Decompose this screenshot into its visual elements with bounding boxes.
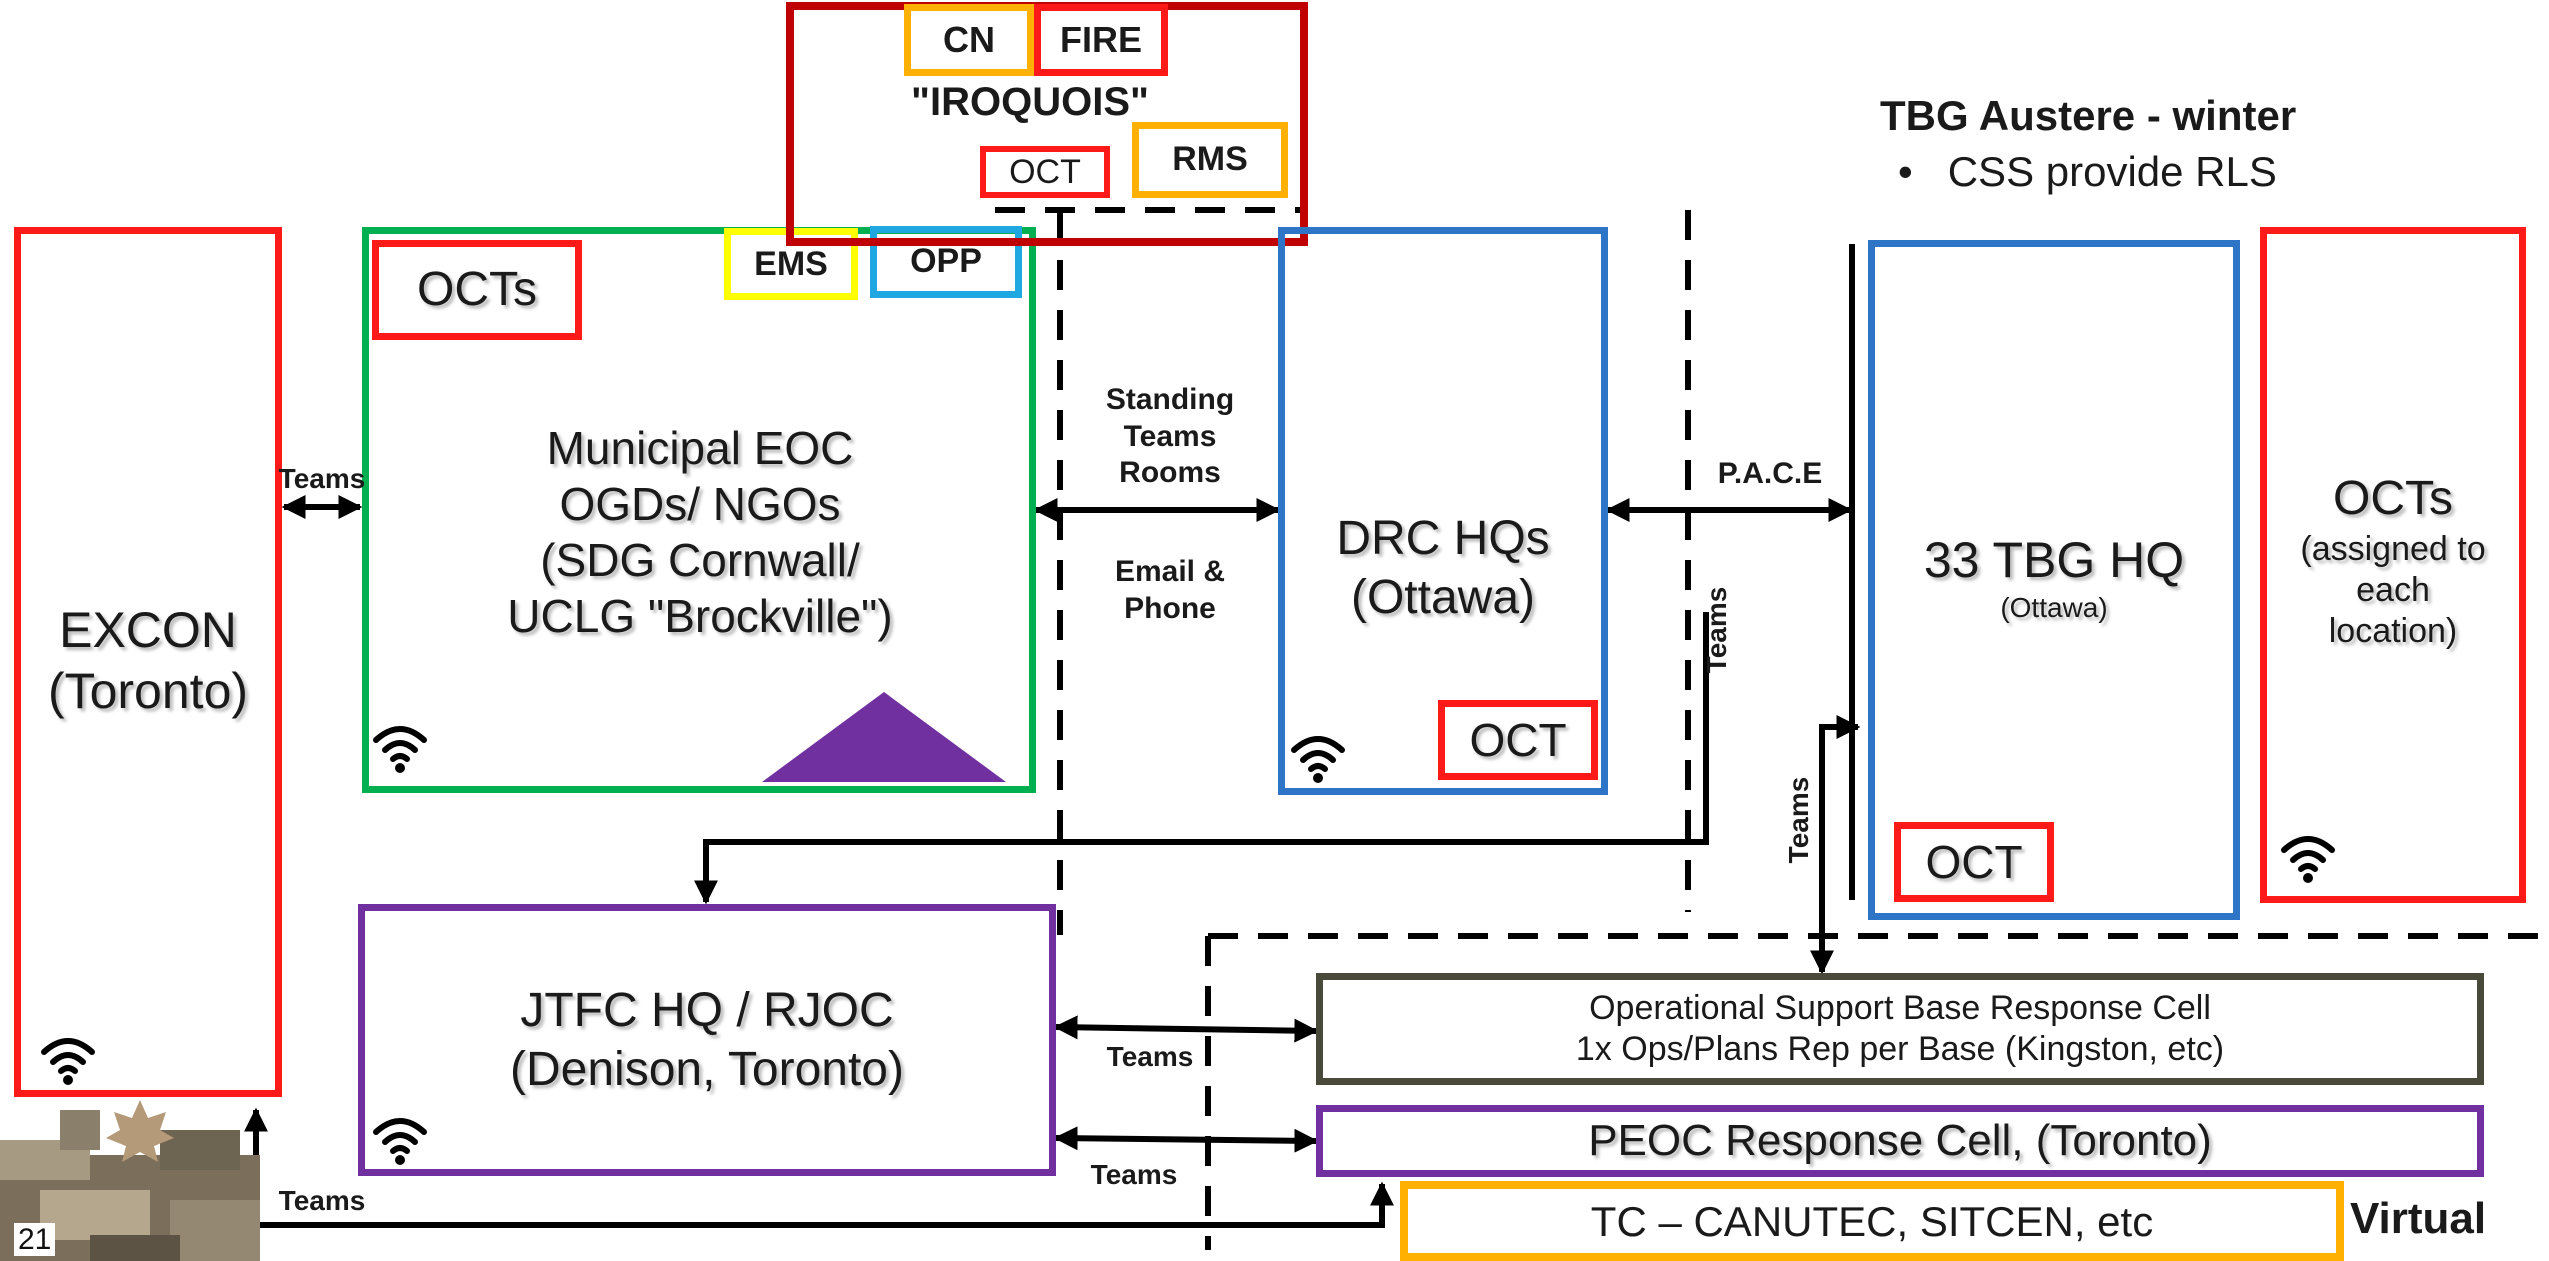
virtual-label: Virtual [2350,1194,2487,1243]
osb-label: Operational Support Base Response Cell 1… [1575,989,2225,1069]
arrow-drc-jtfc [694,612,1709,905]
excon-box [14,227,282,1097]
pace-label: P.A.C.E [1717,457,1823,490]
email-phone-label: Email & Phone [1114,555,1226,625]
municipal-eoc-box [362,227,1036,793]
peoc-response-cell-box [1316,1105,2484,1177]
jtfc-label: JTFC HQ / RJOC (Denison, Toronto) [510,984,904,1096]
municipal-label: Municipal EOC OGDs/ NGOs (SDG Cornwall/ … [507,422,893,643]
teams-label-excon: Teams [278,463,366,494]
arrow-tbg-osb [1810,715,1861,975]
excon-label: EXCON (Toronto) [47,602,249,719]
fire-badge: FIRE [1034,4,1168,76]
wifi-icon [1291,736,1345,783]
tc-label: TC – CANUTEC, SITCEN, etc [1590,1198,2154,1245]
iroquois-oct-badge: OCT [980,146,1110,198]
triangle-icon [762,692,1006,782]
maple-leaf-icon [0,1100,260,1261]
wifi-icon [2281,836,2335,883]
teams-label-vertical-upper: Teams [1701,586,1732,674]
osb-response-cell-box [1316,973,2484,1085]
drc-oct-badge: OCT [1438,700,1598,780]
tbg-label: 33 TBG HQ (Ottawa) [1923,532,2185,623]
tc-box [1400,1181,2344,1261]
opp-badge: OPP [870,226,1022,298]
arrow-jtfc-osb [1053,1015,1319,1043]
tbg-oct-badge: OCT [1894,822,2054,902]
tbg-hq-box [1868,240,2240,920]
wifi-icon [373,1118,427,1165]
cn-badge: CN [904,4,1034,76]
peoc-label: PEOC Response Cell, (Toronto) [1588,1116,2212,1165]
drc-label: DRC HQs (Ottawa) [1336,512,1550,624]
jtfc-hq-box [358,904,1056,1176]
teams-label-vertical-lower: Teams [1783,776,1814,864]
austere-bullet: • CSS provide RLS [1898,148,2277,195]
wifi-icon [373,726,427,773]
octs-right-label: OCTs (assigned to each location) [2300,472,2486,651]
standing-teams-rooms-label: Standing Teams Rooms [1105,383,1235,490]
arrow-jtfc-peoc [1053,1126,1319,1153]
wifi-icon [41,1038,95,1085]
municipal-octs-badge: OCTs [372,240,582,340]
bullet-icon: • [1898,148,1948,195]
iroquois-title: "IROQUOIS" [911,80,1149,124]
page-number: 21 [14,1222,74,1259]
austere-title: TBG Austere - winter [1880,92,2297,139]
teams-label-bottom: Teams [278,1185,366,1216]
teams-label-jtfc-peoc: Teams [1090,1159,1178,1190]
rms-badge: RMS [1132,122,1288,198]
octs-right-box [2260,227,2526,903]
drc-hq-box [1278,227,1608,795]
teams-label-jtfc-osb: Teams [1106,1041,1194,1072]
